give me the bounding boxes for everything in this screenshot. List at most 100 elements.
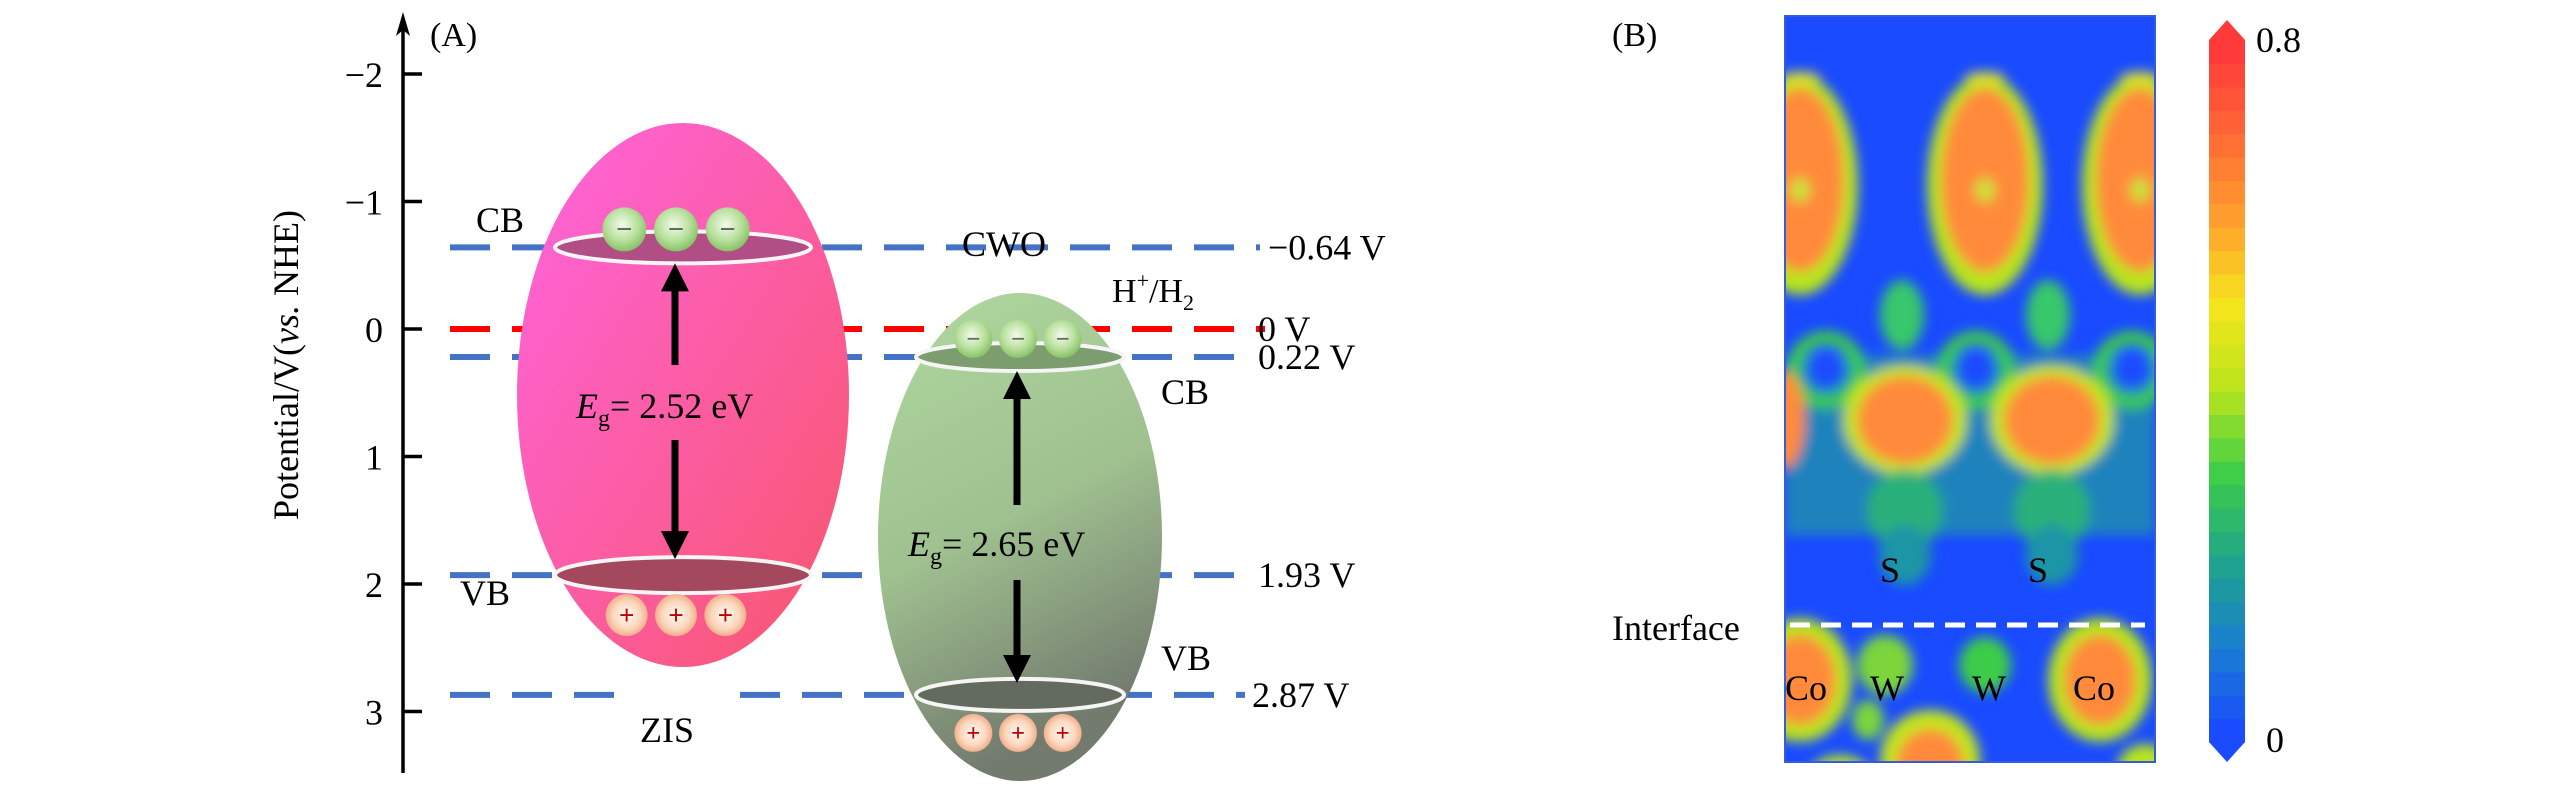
electron-sign: − [1056,326,1070,353]
zis-bandgap-label: Eg= 2.52 eV [575,386,753,432]
hole-circle [655,594,697,637]
hole-circle [704,594,747,637]
cwo-bandgap-label: Eg= 2.65 eV [907,524,1085,570]
colorbar-band [2209,531,2245,556]
electron-circle [705,207,750,252]
colorbar-max-label: 0.8 [2256,20,2301,60]
hole-sign: + [1011,720,1025,747]
colorbar-band [2209,40,2245,64]
y-tick-label: 3 [365,693,383,733]
colorbar-band [2209,437,2245,462]
colorbar-min-arrow-icon [2209,742,2245,762]
atom-label-s-2: S [2028,550,2048,590]
colorbar-band [2209,648,2245,673]
atom-label-co-1: Co [1785,668,1827,708]
cwo-electrons: −−− [954,320,1082,359]
redox-couple-label: H+/H2 [1112,268,1194,315]
colorbar-band [2209,718,2245,743]
colorbar-band [2209,344,2245,369]
colorbar-band [2209,461,2245,486]
hole-circle [954,713,993,752]
electron-sign: − [720,215,736,246]
colorbar-band [2209,367,2245,392]
zis-holes: + + + [605,594,747,637]
y-tick-label: −2 [345,55,383,95]
level-label-redox: 0 V [1258,309,1310,349]
y-tick-label: 0 [365,310,383,350]
electron-circle [999,320,1037,359]
colorbar-max-arrow-icon [2209,20,2245,40]
zis-electrons: −−− [602,207,750,252]
cwo-vb-disk [914,676,1126,713]
electron-sign: − [668,215,684,246]
hole-sign: + [1056,720,1070,747]
level-label-zis-vb: 1.93 V [1258,555,1355,595]
map-frame [1784,15,2156,763]
top-lobe [1785,72,2155,295]
hole-sign: + [619,600,635,630]
electron-sign: − [1011,326,1025,353]
cwo-holes: + + + [954,713,1082,752]
electron-sign: − [616,215,632,246]
colorbar-band [2209,110,2245,135]
cwo-ellipse [878,293,1162,781]
zis-cb-label: CB [476,200,524,240]
colorbar-band [2209,391,2245,415]
hole-sign: + [668,600,684,630]
colorbar-band [2209,601,2245,626]
colorbar-band [2209,671,2245,696]
colorbar-band [2209,250,2245,275]
y-axis-arrow-icon [396,12,410,36]
colorbar-band [2209,554,2245,579]
electron-circle [1043,320,1082,359]
colorbar-band [2209,157,2245,181]
colorbar-band [2209,508,2245,532]
colorbar-band [2209,274,2245,298]
colorbar-band [2209,484,2245,509]
hole-circle [605,594,648,637]
interface-label: Interface [1612,608,1740,648]
y-axis-label: Potential/V(vs. NHE) [266,210,306,520]
colorbar-band [2209,625,2245,649]
colorbar-bands [2209,40,2245,743]
y-tick-label: −1 [345,183,383,223]
y-tick-label: 2 [365,565,383,605]
colorbar-band [2209,86,2245,111]
charge-density-map [1785,16,2155,762]
colorbar-min-label: 0 [2266,720,2284,760]
colorbar-band [2209,320,2245,345]
atom-label-co-2: Co [2073,668,2115,708]
colorbar-band [2209,578,2245,603]
level-label-cwo-vb: 2.87 V [1252,675,1349,715]
hole-sign: + [966,720,980,747]
atom-label-s-1: S [1880,550,1900,590]
zis-band-body: − − − + + + Eg= 2.52 eV [517,123,849,667]
colorbar-band [2209,297,2245,322]
electron-sign: − [966,326,980,353]
hole-circle [999,713,1037,752]
hole-circle [1043,713,1082,752]
panel-b: (B) [1612,15,2301,763]
cwo-cb-label: CB [1161,372,1209,412]
colorbar-band [2209,203,2245,228]
electron-circle [954,320,993,359]
colorbar-band [2209,414,2245,439]
atom-label-w-2: W [1972,668,2006,708]
colorbar-band [2209,180,2245,205]
colorbar-band [2209,695,2245,720]
zis-vb-disk [553,555,813,596]
colorbar-band [2209,133,2245,158]
cwo-vb-label: VB [1161,638,1211,678]
level-label-zis-cb: −0.64 V [1268,227,1386,267]
panel-b-label: (B) [1612,17,1657,54]
panel-a-label: (A) [430,17,477,54]
electron-circle [654,207,698,252]
cwo-name-label: CWO [962,224,1046,264]
atom-label-w-1: W [1870,668,1904,708]
hole-sign: + [718,600,734,630]
cwo-band-body: − − − + + + Eg= 2.65 eV [878,293,1162,781]
electron-circle [602,207,647,252]
